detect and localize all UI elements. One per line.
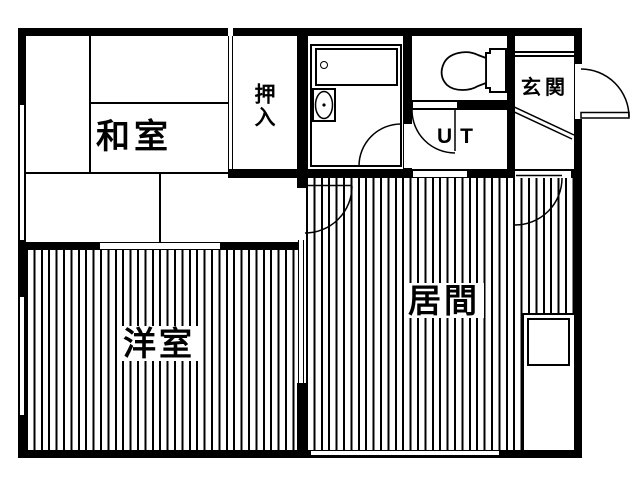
wall-genkan-left	[507, 36, 515, 170]
tatami-line-vertical	[89, 36, 91, 174]
bathtub-drain-icon	[320, 61, 328, 69]
genkan-step-line-2	[515, 55, 574, 57]
genkan-diagonal-line-1	[507, 103, 575, 136]
entrance-door-leaf	[580, 111, 630, 119]
window-left-upper	[19, 105, 25, 240]
tatami-strip-divider	[26, 172, 228, 174]
wall-mid-horizontal	[228, 169, 582, 178]
outer-wall-top	[18, 28, 582, 36]
tatami-strip-center-line	[159, 174, 161, 242]
genkan-step-line-1	[515, 51, 574, 53]
bathtub	[315, 48, 398, 86]
washitsu-label: 和室	[96, 118, 172, 156]
western-room-flooring	[26, 245, 297, 450]
washbasin-box	[312, 88, 336, 122]
outer-wall-right	[574, 28, 582, 458]
entrance-door-opening	[575, 63, 582, 120]
wall-room-divider-bottom	[297, 383, 306, 450]
sliding-partition-rooms	[298, 240, 304, 383]
toilet-door-opening	[413, 101, 457, 109]
ima-label: 居間	[404, 283, 484, 318]
bathroom-door-opening	[404, 124, 412, 168]
tatami-line-horizontal	[89, 102, 228, 104]
wall-toilet-ut	[403, 100, 515, 110]
sliding-door-tatami-western	[100, 242, 220, 250]
wall-closet-bath	[297, 36, 308, 170]
genkan-door-opening	[515, 170, 571, 178]
genkan-label: 玄関	[521, 77, 569, 99]
outer-wall-bottom	[18, 450, 582, 458]
ut-label: UT	[437, 125, 481, 148]
fusuma-closet-front	[228, 36, 233, 169]
window-left-lower	[19, 297, 25, 415]
entrance-door-arc	[580, 68, 630, 118]
bathroom-inner-outline	[310, 44, 402, 167]
wall-room-divider-top-stub	[297, 170, 306, 188]
toilet-tank	[485, 48, 507, 93]
toilet-bowl	[440, 51, 487, 91]
top-wall-notch	[228, 28, 233, 36]
youshitsu-label: 洋室	[119, 326, 199, 361]
ut-door-opening	[413, 170, 467, 178]
genkan-diagonal-line-2	[507, 108, 573, 140]
kitchen-sink	[527, 318, 570, 366]
oshiire-label: 押入	[252, 83, 275, 129]
window-bottom-living	[310, 450, 500, 456]
